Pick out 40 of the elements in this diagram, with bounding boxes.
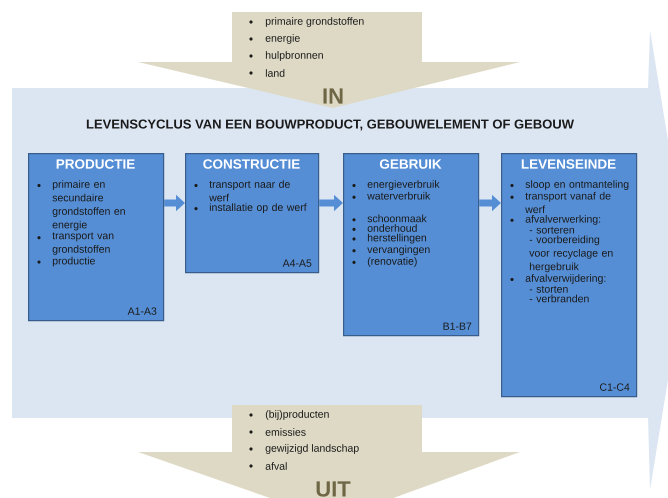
bullet-item: schoonmaak (352, 214, 427, 222)
box-heading: CONSTRUCTIE (203, 159, 300, 169)
sub-item: - storten (530, 286, 568, 293)
bullet-item: transport naar de werf (194, 180, 290, 202)
bullet-item: vervangingen (352, 245, 430, 256)
sub-item: - sorteren (530, 226, 574, 234)
stage-code: C1-C4 (600, 383, 630, 391)
bullet-item: productie (37, 256, 95, 267)
bullet-item: emissies (249, 428, 306, 436)
bullet-item: (renovatie) (352, 257, 417, 267)
bullet-item: sloop en ontmanteling (510, 180, 628, 190)
stage-box (501, 153, 638, 398)
input-arrow (138, 12, 520, 108)
stage-box (185, 153, 320, 274)
bullet-item: onderhoud (352, 224, 417, 232)
bullet-item: energie (249, 34, 300, 44)
bullet-item: transport vanaf de werf (510, 192, 611, 214)
bullet-item: (bij)producten (249, 410, 329, 420)
bullet-item: hulpbronnen (249, 51, 323, 61)
bullet-item: afvalverwijdering: (510, 274, 606, 284)
box-heading: PRODUCTIE (56, 159, 135, 169)
stage-code: A1-A3 (128, 307, 156, 315)
bullet-item: afval (249, 462, 287, 470)
bullet-item: installatie op de werf (194, 203, 307, 214)
bullet-item: gewijzigd landschap (249, 444, 359, 454)
sub-item: - verbranden (530, 294, 589, 302)
stage-box (343, 153, 480, 336)
box-heading: LEVENSEINDE (522, 159, 616, 169)
bullet-item: primaire grondstoffen (249, 17, 364, 27)
bullet-item: afvalverwerking: (510, 215, 600, 225)
stage-box (28, 153, 164, 322)
stage-code: A4-A5 (282, 260, 312, 267)
bullet-item: herstellingen (352, 234, 426, 244)
bullet-item: land (249, 69, 284, 77)
output-arrow (138, 405, 520, 498)
arrow-label: IN (323, 88, 343, 104)
box-heading: GEBRUIK (380, 159, 442, 169)
bullet-item: waterverbruik (352, 192, 430, 200)
stage-code: B1-B7 (443, 322, 472, 330)
bullet-item: energieverbruik (352, 180, 440, 190)
